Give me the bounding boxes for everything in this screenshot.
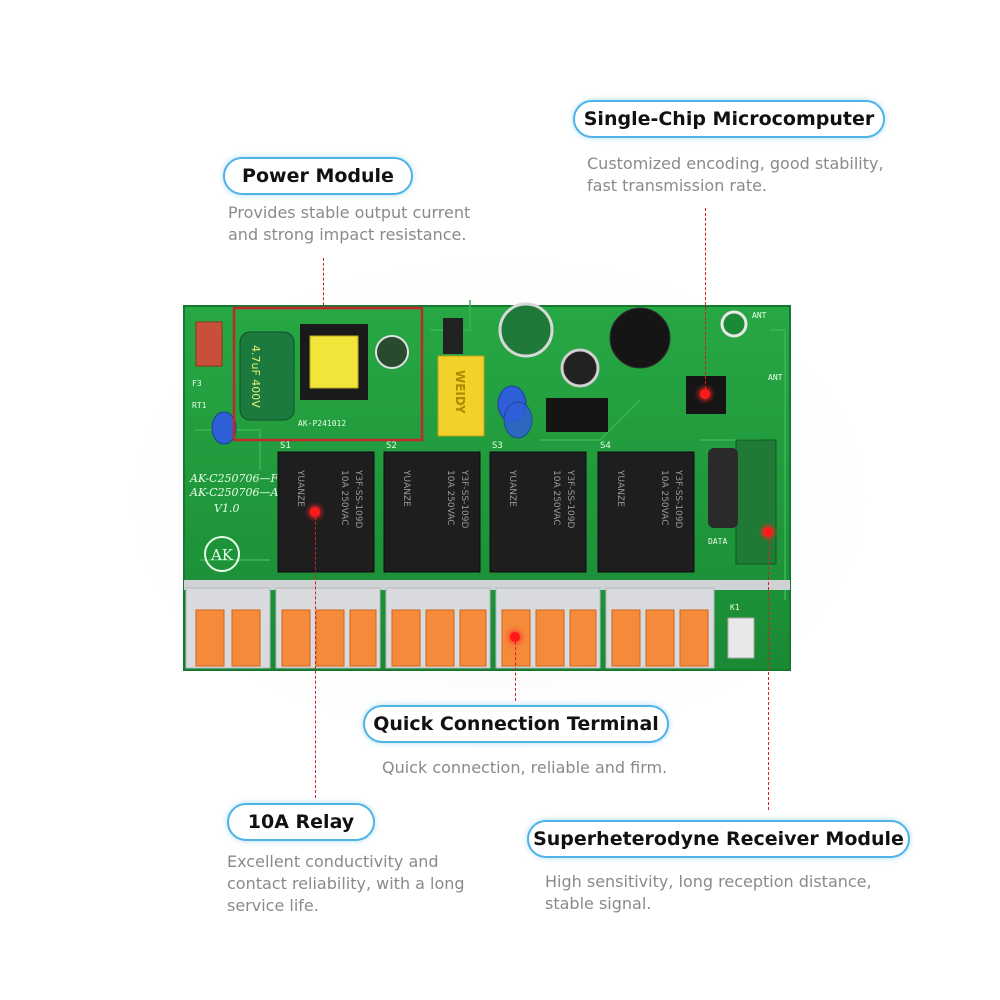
leader-line-receiver — [768, 532, 769, 810]
power-desc-line-1: Provides stable output current — [228, 203, 471, 222]
receiver-coil — [708, 448, 738, 528]
callout-relay-title: 10A Relay — [227, 803, 375, 841]
relay-rating-1: 10A 250VAC — [339, 470, 349, 526]
relay-brand-3: YUANZE — [507, 469, 517, 507]
model-line-2: AK-C250706—A — [189, 486, 278, 499]
relay-rating-2: 10A 250VAC — [445, 470, 455, 526]
svg-text:RT1: RT1 — [192, 401, 207, 410]
marker-mcu — [700, 389, 710, 399]
ant-label-2: ANT — [768, 373, 783, 382]
relay-desc-line-3: service life. — [227, 896, 319, 915]
capacitor — [239, 331, 295, 421]
capacitor-label: 4.7uF 400V — [249, 345, 262, 408]
small-capacitor — [375, 335, 409, 369]
antenna-hole — [720, 310, 748, 338]
relay-model-1: Y3F-SS-109D — [353, 469, 363, 528]
relay-brand-4: YUANZE — [615, 469, 625, 507]
relay-desc-line-1: Excellent conductivity and — [227, 852, 439, 871]
yellow-capacitor-label: WEIDY — [453, 370, 467, 414]
leader-line-power — [323, 258, 324, 310]
relay-model-4: Y3F-SS-109D — [673, 469, 683, 528]
callout-power-module-desc: Provides stable output current and stron… — [228, 202, 470, 246]
relay-4 — [597, 451, 695, 573]
relay-markings: Y3F-SS-109D 10A 250VAC YUANZE Y3F-SS-109… — [295, 469, 683, 528]
push-button — [727, 617, 755, 659]
buzzer — [609, 307, 671, 369]
receiver-module — [735, 439, 777, 565]
key-label: K1 — [730, 603, 740, 612]
terminal-levers — [195, 609, 709, 667]
power-ic-label: AK-P241012 — [298, 419, 346, 428]
yellow-capacitor — [437, 355, 485, 437]
mcu-desc-line-2: fast transmission rate. — [587, 176, 768, 195]
callout-terminal-title: Quick Connection Terminal — [363, 705, 669, 743]
ak-logo-text: AK — [210, 546, 234, 564]
terminal-rail — [184, 580, 790, 590]
relay-model-2: Y3F-SS-109D — [459, 469, 469, 528]
relay-model-3: Y3F-SS-109D — [565, 469, 575, 528]
relay-id-3: S3 — [492, 441, 503, 451]
logic-ic — [546, 398, 608, 432]
callout-power-module-title: Power Module — [223, 157, 413, 195]
receiver-desc-line-2: stable signal. — [545, 894, 652, 913]
callout-relay-desc: Excellent conductivity and contact relia… — [227, 851, 465, 917]
relay-id-4: S4 — [600, 441, 611, 451]
callout-mcu-desc: Customized encoding, good stability, fas… — [587, 153, 884, 197]
marker-terminal — [510, 632, 520, 642]
relay-brand-2: YUANZE — [401, 469, 411, 507]
callout-terminal-desc: Quick connection, reliable and firm. — [382, 757, 667, 779]
ant-label-1: ANT — [752, 311, 767, 320]
relays — [277, 451, 695, 573]
receiver-desc-line-1: High sensitivity, long reception distanc… — [545, 872, 872, 891]
model-line-3: V1.0 — [214, 502, 239, 515]
mcu-desc-line-1: Customized encoding, good stability, — [587, 154, 884, 173]
leader-line-terminal — [515, 637, 516, 701]
transformer — [309, 335, 359, 389]
relay-id-2: S2 — [386, 441, 397, 451]
diode — [443, 318, 463, 354]
power-module-outline — [232, 306, 424, 442]
varistor — [211, 411, 237, 445]
electrolytic-capacitor-small — [560, 348, 600, 388]
relay-rating-3: 10A 250VAC — [551, 470, 561, 526]
relay-1 — [277, 451, 375, 573]
leader-line-mcu — [705, 208, 706, 394]
data-label: DATA — [708, 537, 727, 546]
electrolytic-capacitor-large — [498, 302, 554, 358]
svg-text:F3: F3 — [192, 379, 202, 388]
relay-id-1: S1 — [280, 441, 291, 451]
callout-mcu-title: Single-Chip Microcomputer — [573, 100, 885, 138]
marker-receiver — [763, 527, 773, 537]
relay-desc-line-2: contact reliability, with a long — [227, 874, 465, 893]
relay-rating-4: 10A 250VAC — [659, 470, 669, 526]
callout-receiver-title: Superheterodyne Receiver Module — [527, 820, 910, 858]
terminal-desc-line-1: Quick connection, reliable and firm. — [382, 758, 668, 777]
power-desc-line-2: and strong impact resistance. — [228, 225, 467, 244]
relay-2 — [383, 451, 481, 573]
leader-line-relay — [315, 512, 316, 798]
marker-relay — [310, 507, 320, 517]
relay-3 — [489, 451, 587, 573]
fuse — [195, 321, 223, 367]
model-text: AK-C250706—F AK-C250706—A V1.0 — [189, 472, 278, 515]
ak-logo — [204, 536, 240, 572]
relay-brand-1: YUANZE — [295, 469, 305, 507]
callout-receiver-desc: High sensitivity, long reception distanc… — [545, 871, 872, 915]
model-line-1: AK-C250706—F — [189, 472, 278, 485]
